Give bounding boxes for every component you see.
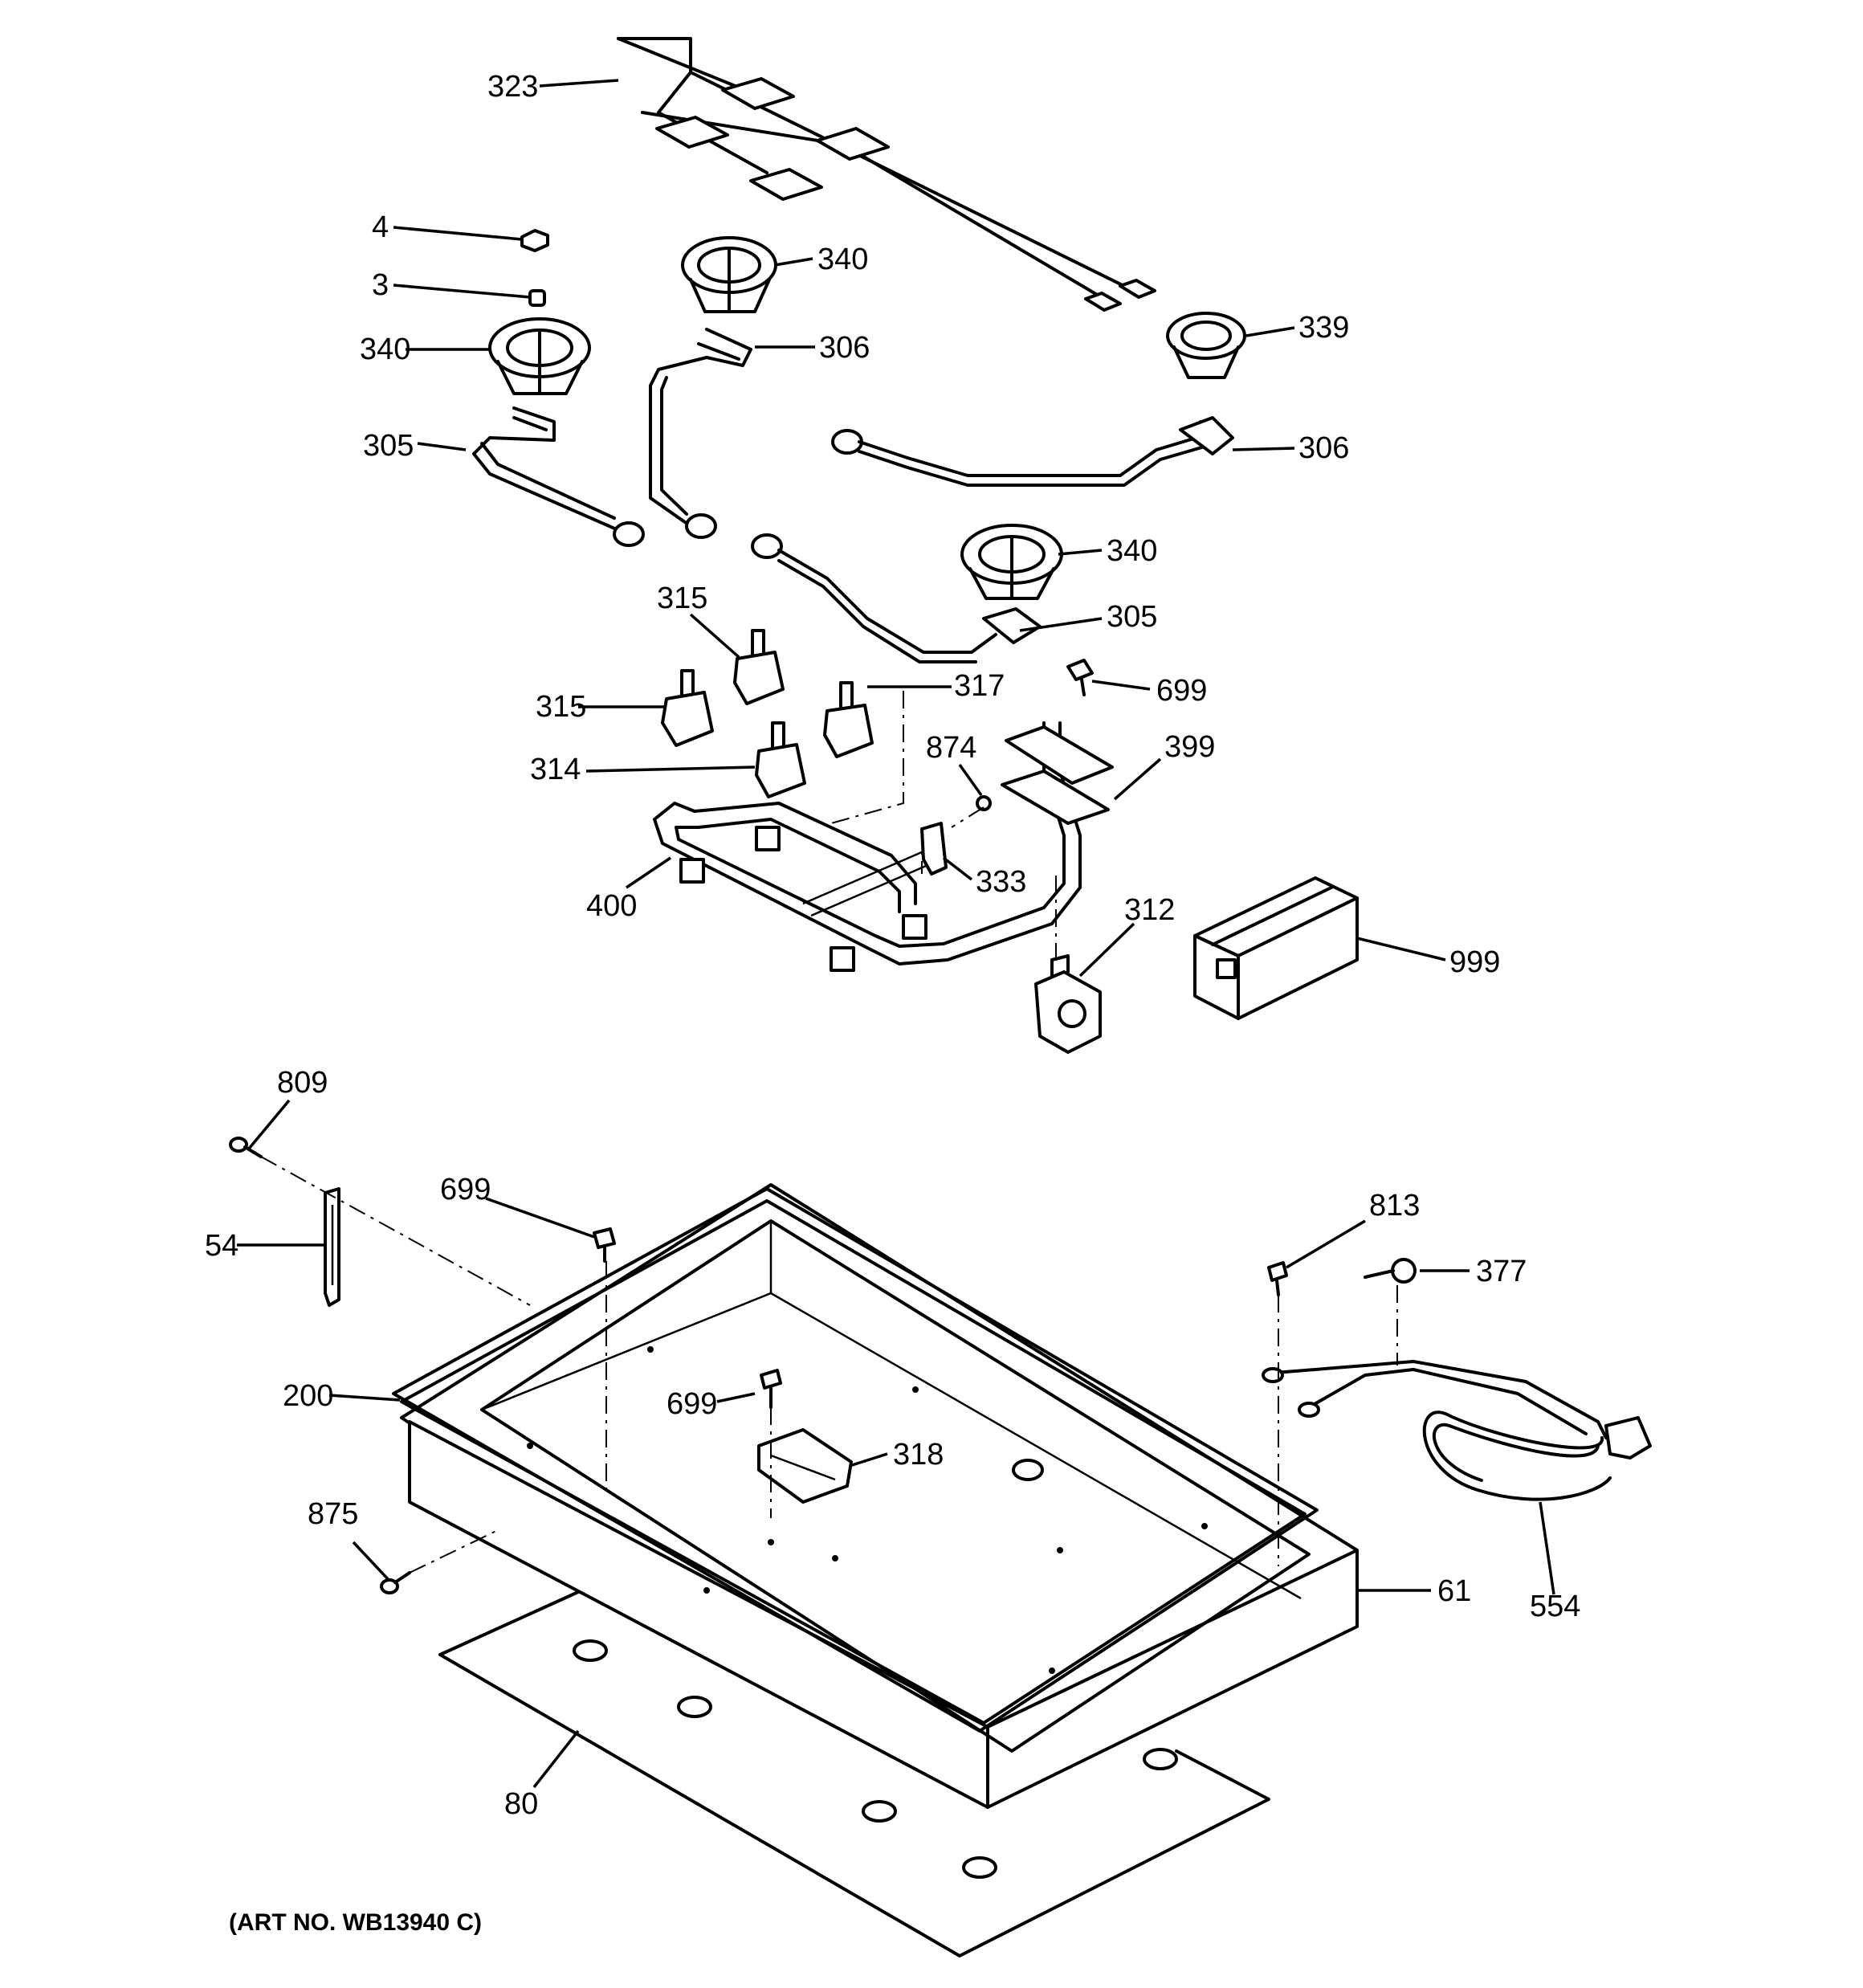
callout-312: 312 xyxy=(1124,893,1175,927)
tube-306-top xyxy=(649,328,752,539)
callout-54: 54 xyxy=(205,1229,238,1263)
callout-305-right: 305 xyxy=(1107,600,1157,634)
callout-699-center: 699 xyxy=(667,1387,717,1421)
callout-377: 377 xyxy=(1476,1255,1527,1288)
insulation-80 xyxy=(438,1590,1270,1957)
power-cord-554 xyxy=(1262,1360,1652,1501)
callout-306-top: 306 xyxy=(819,331,870,365)
callout-306-right: 306 xyxy=(1298,431,1349,465)
callout-874: 874 xyxy=(926,731,976,765)
callout-200: 200 xyxy=(283,1379,333,1413)
burner-340-left xyxy=(488,317,591,395)
callout-875: 875 xyxy=(308,1497,358,1531)
regulator xyxy=(1034,954,1102,1054)
callout-340-right: 340 xyxy=(1107,534,1157,568)
tube-306-right xyxy=(831,416,1234,487)
callout-labels: 323 4 3 340 340 306 339 306 305 340 305 … xyxy=(205,70,1580,1821)
screw-809 xyxy=(229,1137,263,1158)
spark-module xyxy=(757,1428,853,1504)
parts-box xyxy=(1193,876,1359,1020)
callout-323: 323 xyxy=(487,70,538,104)
connector-377 xyxy=(1364,1258,1417,1284)
tube-305-right xyxy=(751,533,1042,663)
callout-699-upper: 699 xyxy=(1156,674,1207,708)
callout-314: 314 xyxy=(530,753,581,786)
leader-lines xyxy=(237,79,1555,1789)
callout-999: 999 xyxy=(1449,945,1500,979)
valve-317 xyxy=(823,681,874,758)
callout-333: 333 xyxy=(976,865,1026,899)
callout-315-lower: 315 xyxy=(536,690,586,724)
callout-400: 400 xyxy=(586,889,637,923)
callout-813: 813 xyxy=(1369,1189,1420,1223)
screw-813 xyxy=(1267,1261,1288,1296)
manifold xyxy=(653,721,1082,972)
burner-339 xyxy=(1166,312,1246,379)
callout-61: 61 xyxy=(1437,1574,1471,1608)
bracket-333 xyxy=(920,822,948,876)
ignition-harness xyxy=(617,37,1156,312)
callout-699-left: 699 xyxy=(440,1173,491,1206)
callout-315-upper: 315 xyxy=(657,582,707,615)
callout-339: 339 xyxy=(1298,311,1349,345)
screw-699-upper xyxy=(1066,659,1094,696)
callout-399: 399 xyxy=(1164,730,1215,764)
burner-340-top xyxy=(681,236,777,313)
valve-315-lower xyxy=(661,669,714,747)
bracket-399 xyxy=(1001,725,1114,825)
orifice xyxy=(528,289,546,307)
screw-874 xyxy=(976,795,992,811)
screw-699-left xyxy=(593,1227,616,1263)
burner-340-right xyxy=(960,524,1063,600)
screw-699-center xyxy=(760,1369,782,1409)
tube-305-left xyxy=(472,406,645,547)
valve-315-upper xyxy=(733,629,785,705)
gasket-200 xyxy=(392,1187,1319,1733)
callout-809: 809 xyxy=(277,1066,328,1100)
callout-305-left: 305 xyxy=(363,429,414,463)
callout-317: 317 xyxy=(954,669,1005,703)
callout-340-top: 340 xyxy=(817,243,868,276)
bracket-54 xyxy=(324,1187,340,1307)
cooktop-pan xyxy=(400,1183,1359,1809)
alignment-lines xyxy=(260,691,1398,1574)
callout-318: 318 xyxy=(893,1438,944,1472)
valve-314 xyxy=(755,721,806,798)
callout-3: 3 xyxy=(372,268,389,302)
callout-4: 4 xyxy=(372,210,389,244)
callout-554: 554 xyxy=(1530,1590,1580,1623)
art-number: (ART NO. WB13940 C) xyxy=(229,1909,482,1936)
callout-340-left: 340 xyxy=(360,333,410,366)
nut xyxy=(520,229,549,252)
callout-80: 80 xyxy=(504,1787,538,1821)
